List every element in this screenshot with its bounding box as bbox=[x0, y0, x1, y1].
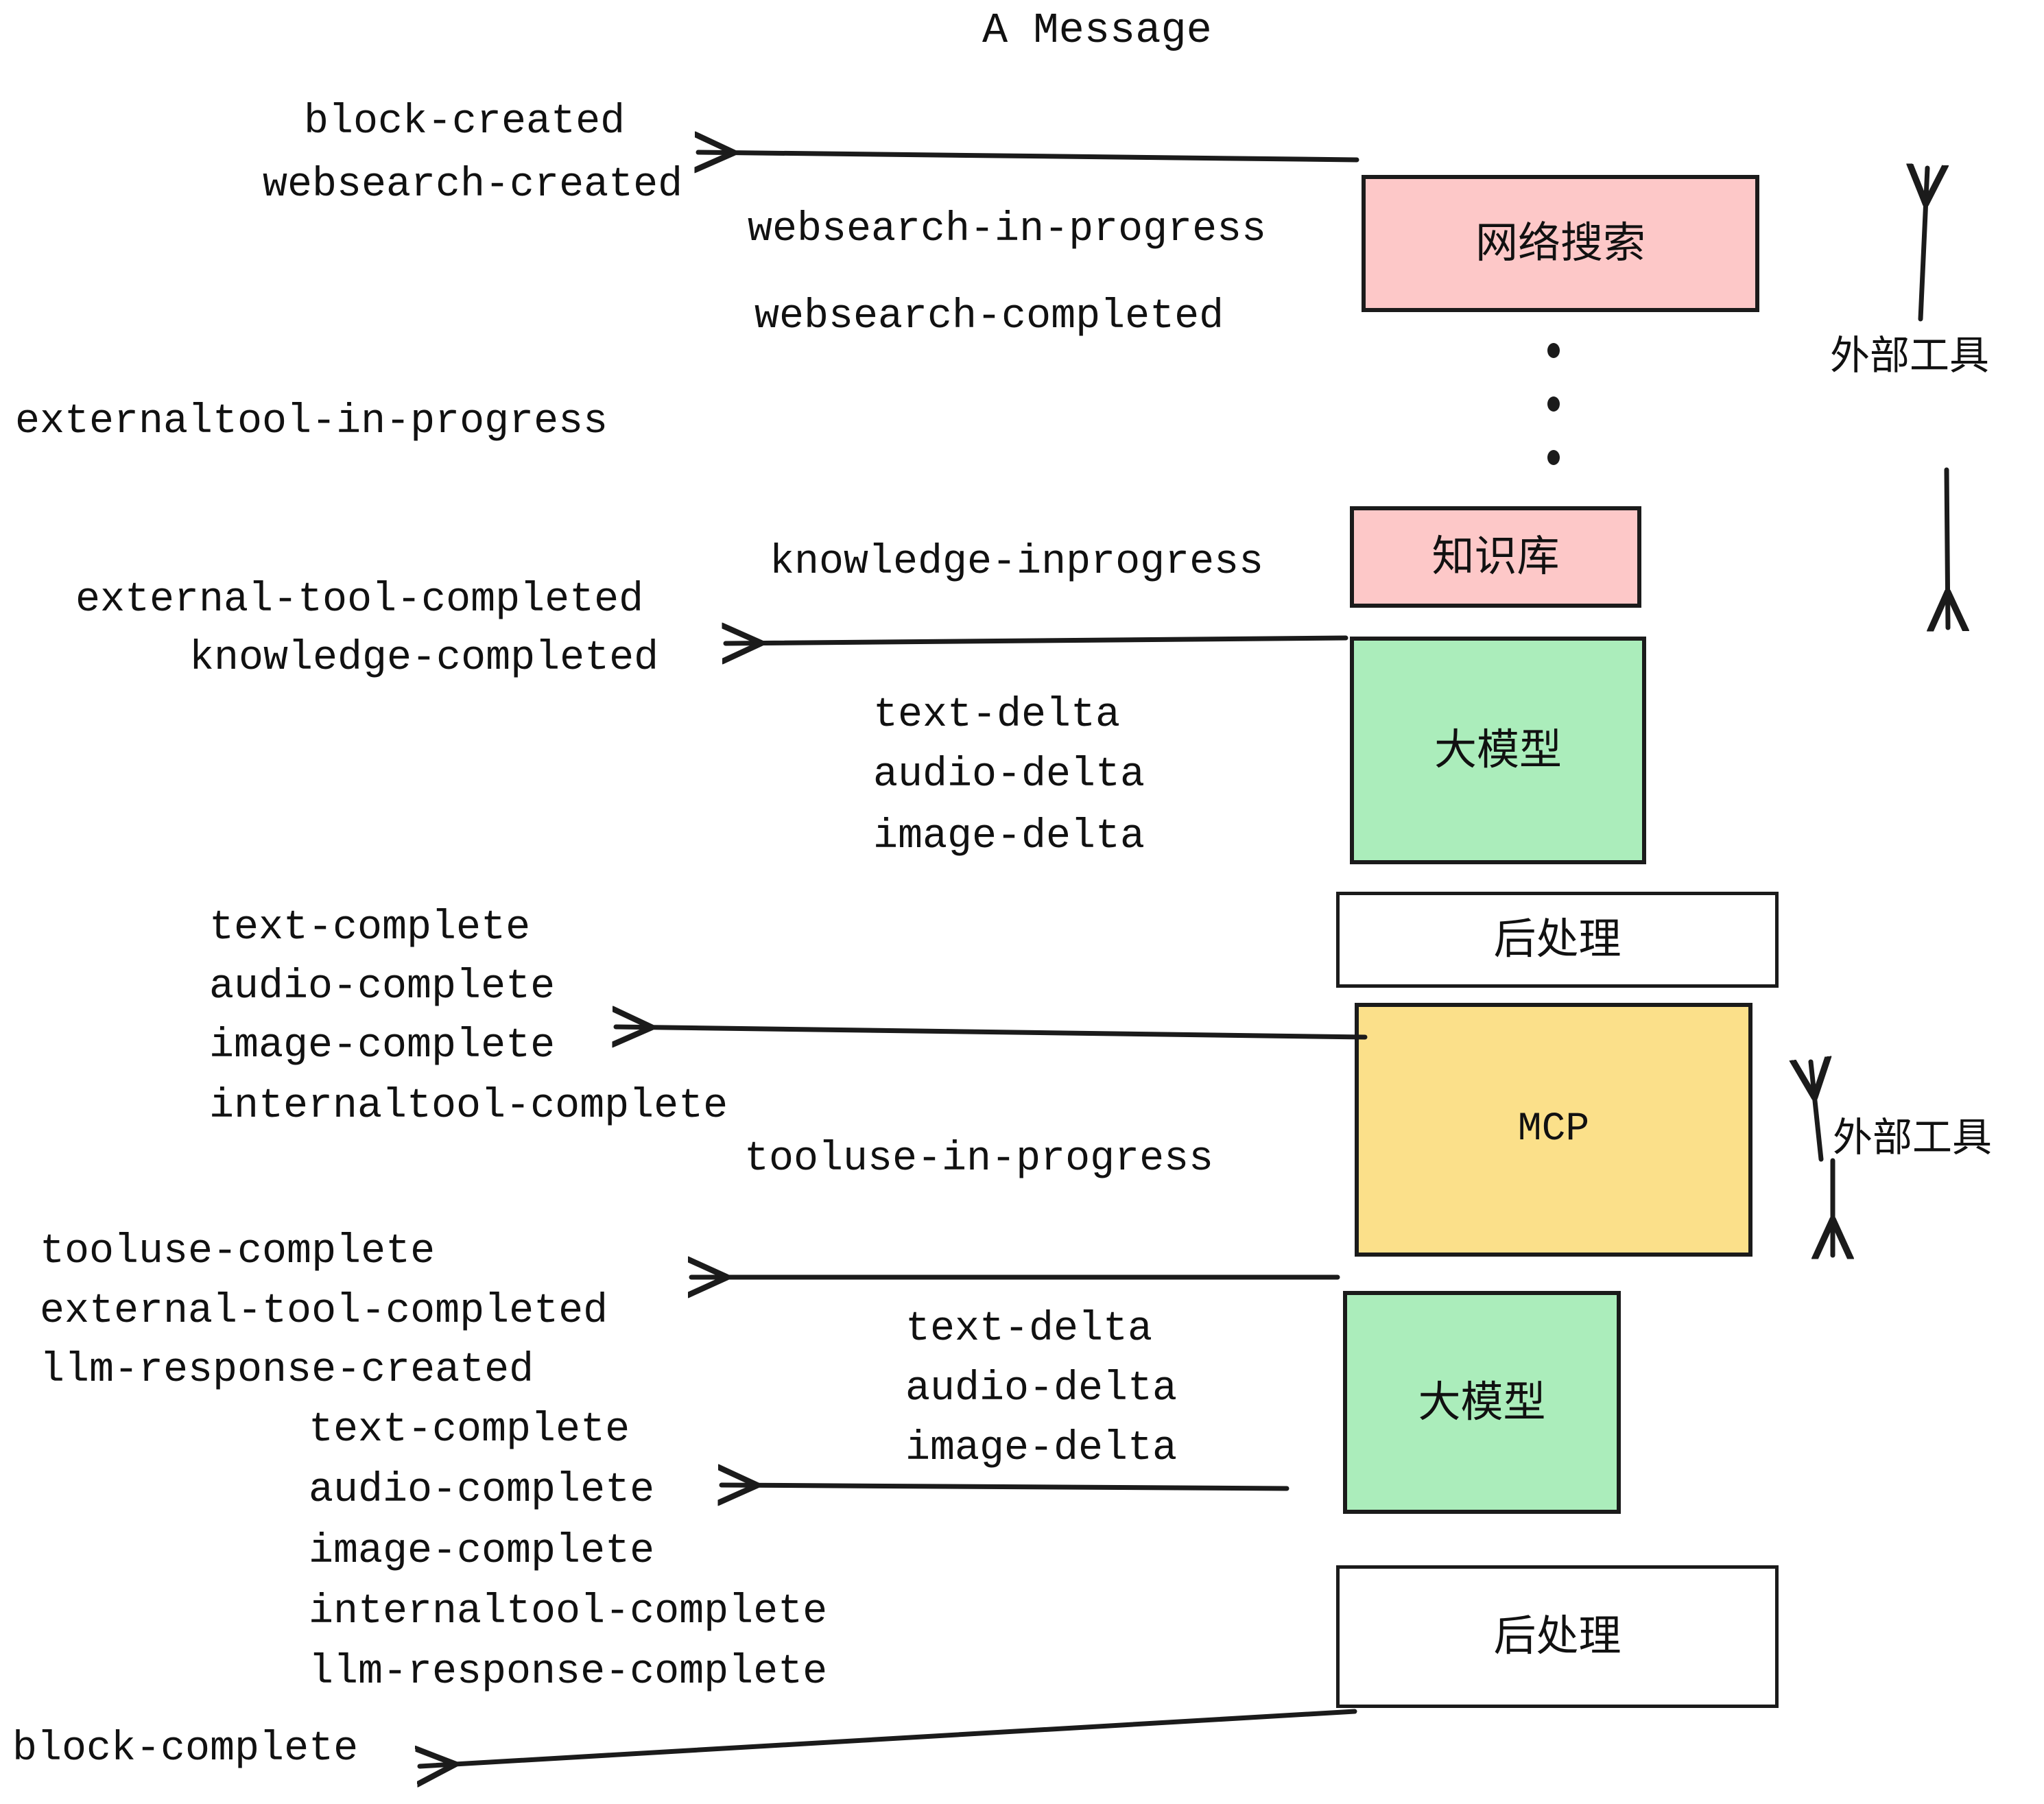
node-knowledge-label: 知识库 bbox=[1431, 533, 1560, 580]
event-label-external-tool-completed-2: external-tool-completed bbox=[40, 1288, 608, 1335]
node-llm-1-label: 大模型 bbox=[1434, 726, 1562, 774]
event-label-llm-response-complete: llm-response-complete bbox=[309, 1649, 828, 1696]
event-label-websearch-in-progress: websearch-in-progress bbox=[748, 206, 1267, 253]
event-label-websearch-created: websearch-created bbox=[263, 162, 683, 209]
node-postprocess-2-label: 后处理 bbox=[1493, 1613, 1621, 1660]
event-label-internaltool-complete-2: internaltool-complete bbox=[309, 1589, 828, 1635]
event-label-llm-response-created: llm-response-created bbox=[40, 1347, 534, 1394]
node-websearch[interactable]: 网络搜索 bbox=[1362, 175, 1759, 312]
arrow-websearch-to-created bbox=[698, 152, 1359, 160]
side-annotation-external-tool-top: 外部工具 bbox=[1830, 333, 1990, 378]
node-postprocess-2[interactable]: 后处理 bbox=[1336, 1565, 1779, 1708]
event-label-audio-complete-1: audio-complete bbox=[209, 964, 556, 1010]
node-postprocess-1[interactable]: 后处理 bbox=[1336, 892, 1779, 988]
event-label-internaltool-complete-1: internaltool-complete bbox=[209, 1083, 728, 1130]
event-label-audio-complete-2: audio-complete bbox=[309, 1467, 655, 1514]
arrow-knowledge-to-completed bbox=[726, 638, 1348, 643]
arrow-llm2-to-audio-complete bbox=[722, 1485, 1290, 1488]
event-label-block-created: block-created bbox=[304, 99, 626, 145]
event-label-audio-delta-2: audio-delta bbox=[905, 1366, 1178, 1412]
page-title: A Message bbox=[982, 6, 1212, 55]
arrow-ext-tool-top-down bbox=[1947, 467, 1948, 628]
node-llm-2-label: 大模型 bbox=[1418, 1378, 1546, 1426]
event-label-tooluse-complete: tooluse-complete bbox=[40, 1229, 436, 1275]
event-label-image-complete-1: image-complete bbox=[209, 1023, 556, 1069]
event-label-text-delta-2: text-delta bbox=[905, 1306, 1153, 1353]
node-mcp[interactable]: MCP bbox=[1355, 1003, 1752, 1257]
event-label-websearch-completed: websearch-completed bbox=[754, 294, 1224, 340]
node-websearch-label: 网络搜索 bbox=[1475, 219, 1645, 267]
node-postprocess-1-label: 后处理 bbox=[1493, 916, 1621, 963]
event-label-knowledge-completed: knowledge-completed bbox=[189, 635, 659, 682]
node-llm-2[interactable]: 大模型 bbox=[1343, 1291, 1621, 1514]
vertical-ellipsis-icon bbox=[1547, 343, 1560, 465]
event-label-text-complete-2: text-complete bbox=[309, 1407, 630, 1453]
arrow-postprocess2-to-block-complete bbox=[420, 1709, 1357, 1766]
arrow-postprocess1-to-image-complete bbox=[616, 1027, 1368, 1037]
event-label-image-delta-2: image-delta bbox=[905, 1425, 1178, 1472]
event-label-image-delta-1: image-delta bbox=[873, 814, 1145, 860]
side-annotation-external-tool-bottom: 外部工具 bbox=[1833, 1115, 1993, 1160]
event-label-externaltool-in-progress: externaltool-in-progress bbox=[15, 399, 608, 445]
event-label-knowledge-inprogress: knowledge-inprogress bbox=[770, 539, 1264, 586]
arrow-ext-tool-top-up bbox=[1921, 168, 1927, 322]
event-label-block-complete: block-complete bbox=[12, 1726, 359, 1772]
event-label-text-delta-1: text-delta bbox=[873, 692, 1121, 739]
node-llm-1[interactable]: 大模型 bbox=[1350, 637, 1646, 864]
node-knowledge[interactable]: 知识库 bbox=[1350, 506, 1641, 608]
event-label-text-complete-1: text-complete bbox=[209, 905, 531, 951]
event-label-tooluse-in-progress: tooluse-in-progress bbox=[744, 1136, 1214, 1183]
event-label-external-tool-completed-1: external-tool-completed bbox=[75, 577, 644, 624]
event-label-audio-delta-1: audio-delta bbox=[873, 752, 1145, 798]
node-mcp-label: MCP bbox=[1517, 1107, 1590, 1152]
arrow-ext-tool-bottom-up bbox=[1811, 1062, 1821, 1162]
event-label-image-complete-2: image-complete bbox=[309, 1528, 655, 1575]
